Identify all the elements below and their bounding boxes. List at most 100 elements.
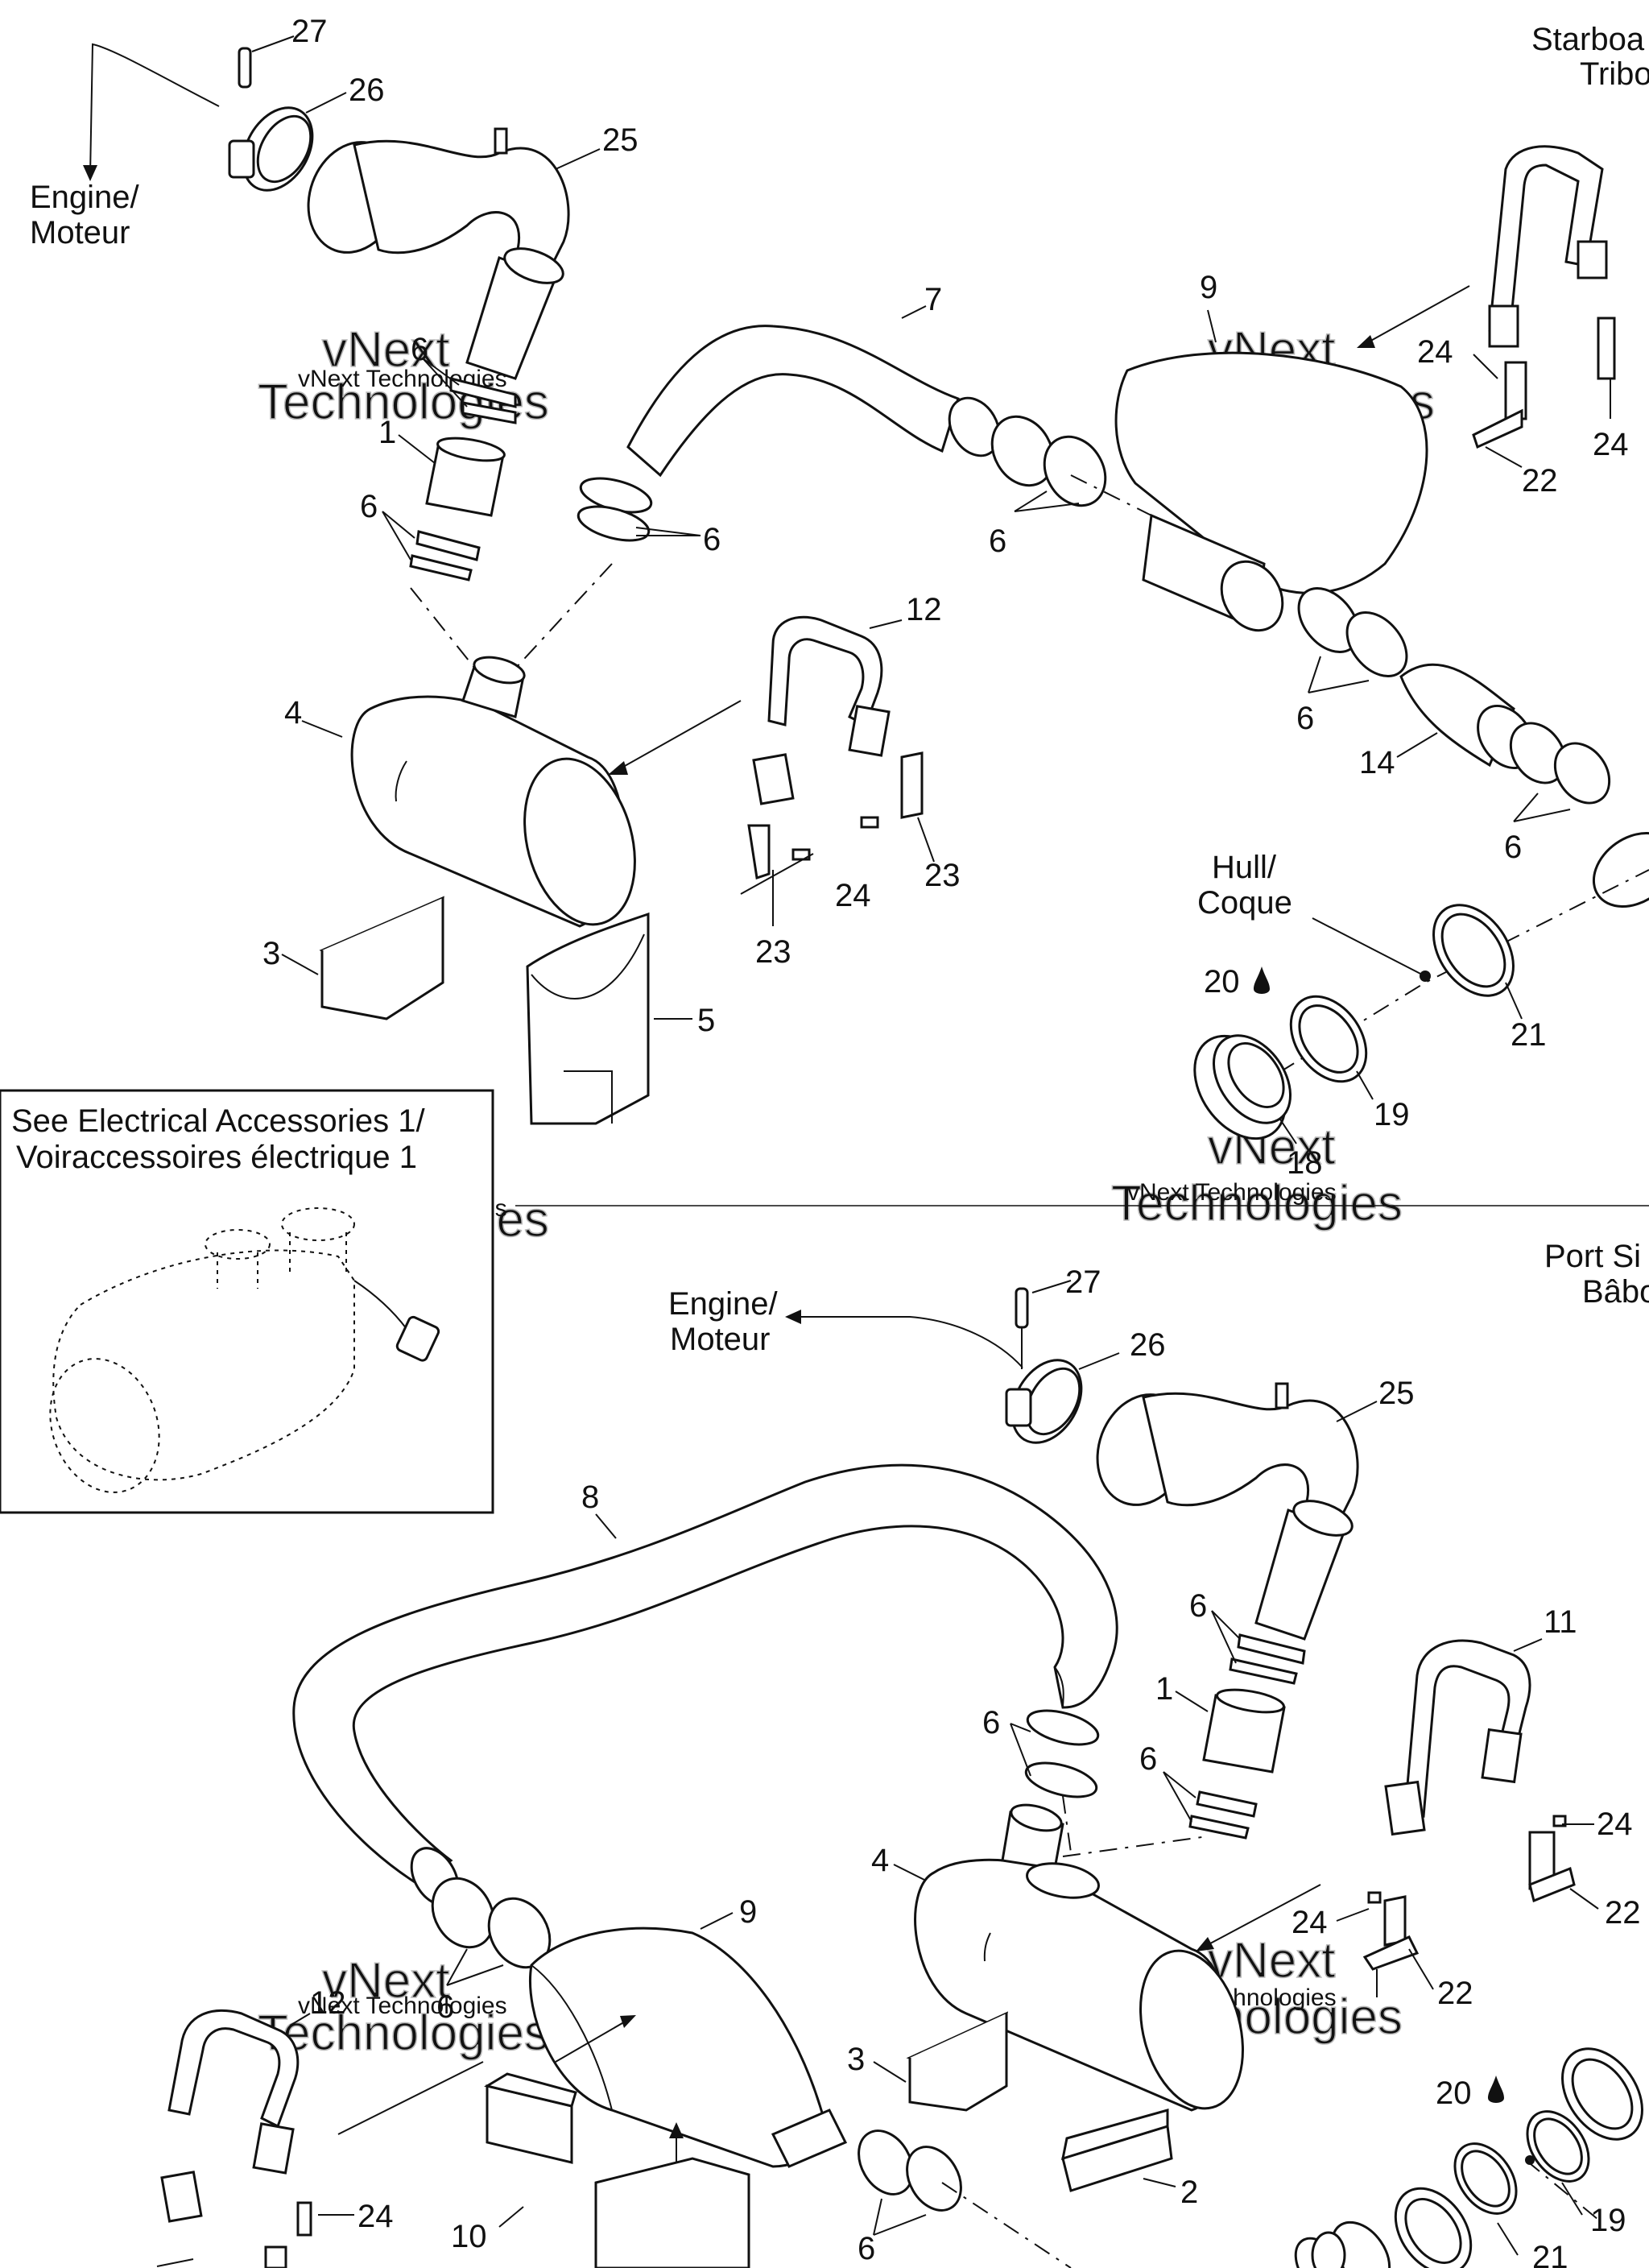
clamp-part-26-bottom <box>1005 1352 1120 1444</box>
bracket-parts-22-24-bottom <box>1336 1815 1599 1997</box>
engine-arrow-top <box>89 43 220 176</box>
engine-label-top-line2: Moteur <box>30 215 130 250</box>
ring-part-19 <box>1289 995 1374 1100</box>
clamp-parts-6-bottom-lower <box>1163 1771 1258 1840</box>
clamp-parts-6-near-14 <box>1297 587 1408 693</box>
arrow-head <box>669 2122 684 2138</box>
sleeve-part-1-bottom <box>1175 1688 1286 1773</box>
axis-line <box>410 587 476 669</box>
strap-part-12-bottom <box>160 2009 311 2223</box>
callout-6: 6 <box>989 524 1006 559</box>
callout-27: 27 <box>1065 1264 1101 1300</box>
callout-5: 5 <box>697 1003 715 1038</box>
callout-6: 6 <box>411 332 428 367</box>
starboard-label-line2: Tribo <box>1580 56 1649 92</box>
callout-22: 22 <box>1522 463 1558 499</box>
callout-6: 6 <box>1504 830 1522 865</box>
resonator-part-9 <box>1114 309 1428 632</box>
hull-leader <box>1312 917 1426 977</box>
callout-20: 20 <box>1204 964 1240 999</box>
callout-14: 14 <box>1359 745 1395 780</box>
callout-25: 25 <box>1378 1376 1415 1411</box>
see-electrical-line2: Voiraccessoires électrique 1 <box>16 1140 417 1175</box>
clamp-parts-6-lower <box>382 511 481 581</box>
arrow-head <box>1196 1937 1214 1951</box>
bracket-part-24-bottom-left <box>264 2201 354 2268</box>
arrow-head <box>785 1310 801 1324</box>
pin-part-27-bottom <box>1015 1280 1072 1369</box>
callout-6: 6 <box>1296 701 1314 736</box>
callout-18: 18 <box>1287 1145 1323 1181</box>
axis-line <box>515 563 613 669</box>
callout-6: 6 <box>858 2231 875 2266</box>
fitting-part-18 <box>1193 1034 1297 1144</box>
clamp-parts-6-bottom-right <box>858 2129 962 2236</box>
bracket-parts-23-24 <box>740 751 935 926</box>
callout-22: 22 <box>1605 1895 1641 1931</box>
hose-part-7 <box>626 305 1001 478</box>
arrow-head <box>620 2015 636 2028</box>
svg-text:Technologies: Technologies <box>1111 1176 1403 1231</box>
resonator-arrow-3 <box>337 2061 484 2135</box>
rings-bottom-right <box>1294 2047 1643 2268</box>
clamp-parts-6-bottom-upper <box>1211 1610 1306 1685</box>
sleeve-part-1 <box>398 434 506 517</box>
callout-4: 4 <box>284 695 302 730</box>
axis-line <box>1062 1836 1209 1857</box>
callout-4: 4 <box>871 1843 889 1878</box>
callout-9: 9 <box>739 1894 757 1930</box>
callout-1: 1 <box>1155 1671 1173 1707</box>
hull-axis <box>1215 869 1649 1112</box>
callout-23: 23 <box>755 934 791 970</box>
callout-24: 24 <box>357 2199 394 2234</box>
resonator-part-9-bottom <box>529 1912 848 2168</box>
starboard-assembly <box>83 35 1649 1144</box>
callout-1: 1 <box>378 415 396 450</box>
support-part-5 <box>526 912 692 1125</box>
callout-24: 24 <box>1593 427 1629 462</box>
pad-part-10 <box>484 2072 750 2268</box>
callout-24: 24 <box>835 878 871 913</box>
callout-26: 26 <box>349 72 385 108</box>
port-assembly <box>156 1280 1643 2268</box>
callout-24: 24 <box>1292 1905 1328 1940</box>
pin-part-27 <box>238 35 295 89</box>
callout-24: 24 <box>1597 1807 1633 1842</box>
callout-6: 6 <box>703 522 721 557</box>
callout-3: 3 <box>847 2042 865 2077</box>
callout-6: 6 <box>1189 1588 1207 1624</box>
clamp-parts-6-near-8 <box>1010 1709 1100 1798</box>
callout-9: 9 <box>1200 270 1217 305</box>
callout-12: 12 <box>310 1985 346 2021</box>
fitting-bottom-left-edge <box>156 2231 1346 2268</box>
clamp-parts-6-right <box>1509 722 1649 908</box>
svg-text:vNext Technologies: vNext Technologies <box>1127 1179 1337 1206</box>
callout-26: 26 <box>1130 1327 1166 1363</box>
muffler-arrow-leader <box>611 700 742 774</box>
callout-3: 3 <box>262 936 280 971</box>
watermark-bottom-left: vNext Technologies vNext Technologies <box>257 1952 550 2062</box>
cradle-part-3 <box>281 896 444 1020</box>
callout-6: 6 <box>982 1705 1000 1740</box>
callout-11: 11 <box>1544 1604 1577 1640</box>
hull-point <box>1420 971 1431 982</box>
arrow-head <box>83 165 97 181</box>
hose-part-8 <box>292 1463 1118 1906</box>
drop-icon-bottom <box>1488 2076 1504 2103</box>
strap-part-12 <box>752 615 903 805</box>
svg-text:vNext: vNext <box>1208 1933 1335 1989</box>
section-labels: Starboa Tribo Engine/ Moteur Hull/ Coque… <box>30 22 1649 1357</box>
pad-part-2 <box>1061 2109 1176 2192</box>
callouts-bottom: 27 26 25 8 6 1 6 11 6 4 9 6 12 24 24 22 … <box>310 1264 1641 2268</box>
resonator-arrow-leader <box>1360 285 1470 347</box>
callout-21: 21 <box>1532 2240 1568 2268</box>
see-electrical-line1: See Electrical Accessories 1/ <box>11 1103 425 1139</box>
strap-part-starboard <box>1472 145 1616 468</box>
axis-line <box>1070 474 1152 516</box>
hull-label-line1: Hull/ <box>1212 850 1277 885</box>
engine-label-bottom-line2: Moteur <box>670 1322 771 1357</box>
callout-8: 8 <box>581 1480 599 1515</box>
callout-7: 7 <box>924 282 942 317</box>
callout-12: 12 <box>906 592 942 627</box>
